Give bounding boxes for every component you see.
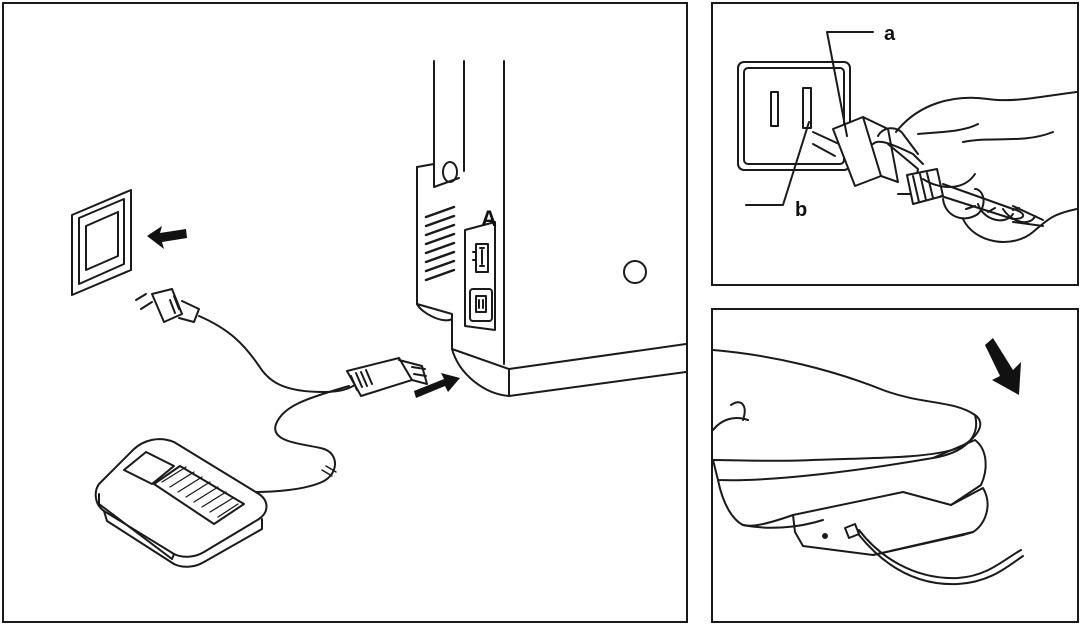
arrow-to-machine-icon <box>414 373 460 398</box>
label-socket-a: A <box>481 206 497 231</box>
sewing-machine-base <box>417 61 686 396</box>
main-illustration-panel: A <box>2 2 688 623</box>
foot-pedal-cord <box>254 386 349 492</box>
label-a: a <box>884 23 896 45</box>
machine-connector <box>347 358 427 396</box>
arrow-to-outlet-icon <box>147 226 187 249</box>
power-cord <box>199 316 359 392</box>
two-prong-plug <box>136 289 199 322</box>
press-down-arrow-icon <box>985 338 1021 395</box>
foot-press-panel <box>711 308 1079 623</box>
plug-detail-svg: a b <box>713 4 1077 284</box>
wall-socket <box>738 62 850 170</box>
main-illustration-svg: A <box>4 4 686 621</box>
foot-press-svg <box>713 310 1077 621</box>
wall-outlet <box>72 190 131 295</box>
hand <box>873 92 1077 242</box>
foot-pedal <box>96 439 267 567</box>
plug-detail-panel: a b <box>711 2 1079 286</box>
label-b: b <box>795 199 807 221</box>
